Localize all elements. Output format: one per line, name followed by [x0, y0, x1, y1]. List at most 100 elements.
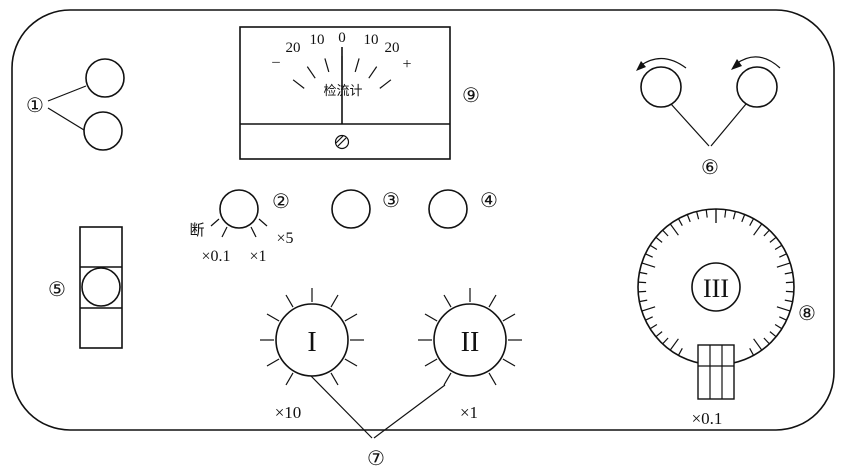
- dial-III-tick: [769, 236, 777, 243]
- dial-tick: [488, 372, 497, 386]
- dial-III-tick: [662, 337, 669, 345]
- zero-adjust-screw[interactable]: [334, 134, 350, 150]
- galvanometer-tick: [292, 79, 305, 89]
- dial-II[interactable]: [433, 303, 507, 377]
- dial-tick: [424, 358, 438, 367]
- dial-III-tick: [705, 209, 708, 218]
- toggle-switch-5: ⑤: [48, 226, 123, 349]
- dial-tick: [344, 313, 358, 322]
- dial-III-tick: [669, 223, 679, 236]
- marker-2: ②: [272, 191, 290, 213]
- dial-III-tick: [763, 229, 770, 237]
- dial-tick: [344, 358, 358, 367]
- galvanometer-tick: [368, 66, 378, 79]
- switch-label-off: 断: [189, 221, 204, 239]
- rotate-arrow-left-head-icon: [636, 61, 646, 71]
- dial-III-tick: [655, 331, 663, 338]
- galvanometer-scale-label-20-right: 20: [385, 40, 400, 56]
- terminal-lower[interactable]: [83, 111, 123, 151]
- dial-III-tick: [649, 244, 658, 251]
- toggle-lever[interactable]: [81, 267, 121, 307]
- dial-III-tick: [785, 281, 794, 284]
- galvanometer-minus-sign: –: [271, 54, 280, 70]
- dial-tick: [502, 358, 516, 367]
- dial-III-tick: [763, 337, 770, 345]
- galvanometer-plus-sign: +: [402, 56, 411, 73]
- dial-tick: [443, 372, 452, 386]
- range-switch-knob[interactable]: [219, 189, 259, 229]
- marker-4: ④: [480, 190, 498, 212]
- terminal-group-1: ①: [26, 58, 125, 151]
- dial-III-tick: [649, 323, 658, 330]
- toggle-housing: [79, 226, 123, 349]
- dial-I-multiplier: ×10: [275, 403, 302, 422]
- galvanometer-scale-ticks: [292, 56, 392, 89]
- terminal-upper[interactable]: [85, 58, 125, 98]
- dial-III-tick: [662, 229, 669, 237]
- galvanometer-name: 检流计: [323, 84, 362, 99]
- switch-label-x1: ×1: [249, 248, 266, 265]
- dial-III-tick: [686, 214, 691, 223]
- marker-3: ③: [382, 190, 400, 212]
- dial-III-tick: [724, 209, 727, 218]
- galvanometer-scale-label-0: 0: [338, 30, 346, 46]
- dial-I-label: I: [307, 327, 316, 358]
- dial-group-7: I II ×10 ×1 ⑦: [260, 288, 522, 470]
- marker-6: ⑥: [701, 157, 719, 179]
- dial-III-tick: [732, 211, 736, 220]
- dial-III-multiplier: ×0.1: [692, 409, 723, 428]
- dial-group-8: III ×0.1 ⑧: [637, 208, 816, 428]
- dial-III-tick: [749, 348, 755, 356]
- dial-tick: [330, 372, 339, 386]
- dial-II-ticks: [418, 288, 522, 386]
- dial-tick: [330, 294, 339, 308]
- knob-right[interactable]: [736, 66, 778, 108]
- range-switch-2: ② 断 ×0.1 ×1 ×5: [189, 189, 294, 265]
- dial-III-tick: [784, 271, 793, 275]
- dial-III-pointer: [697, 344, 735, 400]
- dial-tick: [285, 294, 294, 308]
- knob-group-6: ⑥: [636, 56, 781, 179]
- dial-I-ticks: [260, 288, 364, 386]
- switch-label-x0.1: ×0.1: [201, 248, 230, 265]
- dial-III-tick: [785, 290, 794, 293]
- rotate-arrow-right-icon: [735, 56, 781, 69]
- marker-5: ⑤: [48, 279, 66, 301]
- dial-tick: [266, 358, 280, 367]
- dial-III-tick: [655, 236, 663, 243]
- galvanometer-scale-label-10-left: 10: [310, 32, 325, 48]
- dial-III[interactable]: [691, 262, 741, 312]
- dial-II-label: II: [461, 327, 480, 358]
- button-3[interactable]: [331, 189, 371, 229]
- dial-III-tick: [779, 316, 787, 321]
- dial-tick: [285, 372, 294, 386]
- dial-III-tick: [779, 253, 787, 258]
- button-4[interactable]: [428, 189, 468, 229]
- knob-left[interactable]: [640, 66, 682, 108]
- dial-III-tick: [776, 306, 791, 312]
- dial-III-tick: [769, 331, 777, 338]
- dial-III-tick: [677, 218, 683, 226]
- dial-III-tick: [776, 262, 791, 268]
- dial-tick: [443, 294, 452, 308]
- dial-III-tick: [638, 290, 647, 293]
- galvanometer-tick: [354, 58, 360, 73]
- dial-III-tick: [638, 281, 647, 284]
- galvanometer-tick: [379, 79, 392, 89]
- dial-III-tick: [753, 338, 763, 351]
- dial-III-tick: [645, 316, 653, 321]
- marker-1: ①: [26, 95, 44, 117]
- galvanometer-tick: [324, 58, 330, 73]
- dial-II-multiplier: ×1: [460, 403, 478, 422]
- marker-7: ⑦: [367, 448, 385, 470]
- dial-III-ticks: [638, 209, 794, 356]
- dial-III-tick: [639, 299, 648, 303]
- galvanometer-tick: [306, 66, 316, 79]
- dial-III-tick: [641, 306, 656, 312]
- dial-I[interactable]: [275, 303, 349, 377]
- rotate-arrow-left-icon: [639, 57, 687, 69]
- galvanometer-scale-label-10-right: 10: [364, 32, 379, 48]
- dial-III-tick: [774, 244, 783, 251]
- dial-III-tick: [696, 211, 700, 220]
- panel-border: [11, 9, 835, 431]
